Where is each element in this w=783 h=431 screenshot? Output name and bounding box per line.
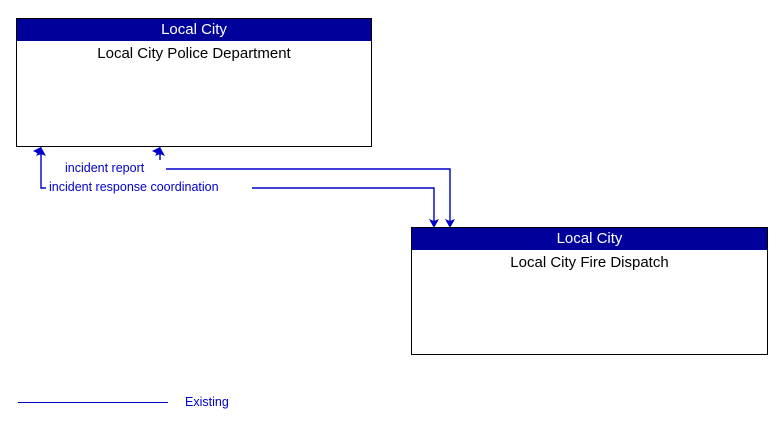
label-mask-incident-response [46,179,252,194]
arrow-down-icon [445,219,455,228]
legend-line-existing [18,402,168,403]
legend-label-existing: Existing [185,395,229,409]
flow-label-incident-report[interactable]: incident report [65,161,145,175]
legend: Existing [18,394,278,414]
node-local-city-police-department[interactable]: Local City Local City Police Department [16,18,372,147]
arrow-up-icon [155,147,165,156]
label-mask-incident-report [62,160,166,175]
node-local-city-fire-dispatch[interactable]: Local City Local City Fire Dispatch [411,227,768,355]
node-header-fire: Local City [412,228,767,250]
node-header-police: Local City [17,19,371,41]
flow-label-incident-response-coordination[interactable]: incident response coordination [49,180,219,194]
node-title-fire: Local City Fire Dispatch [510,254,669,271]
arrowhead-group-fire [429,219,455,228]
arrowhead-group-police [36,147,165,156]
node-title-police: Local City Police Department [97,45,291,62]
arrow-up-icon [36,147,46,156]
arrow-down-icon [429,219,439,228]
